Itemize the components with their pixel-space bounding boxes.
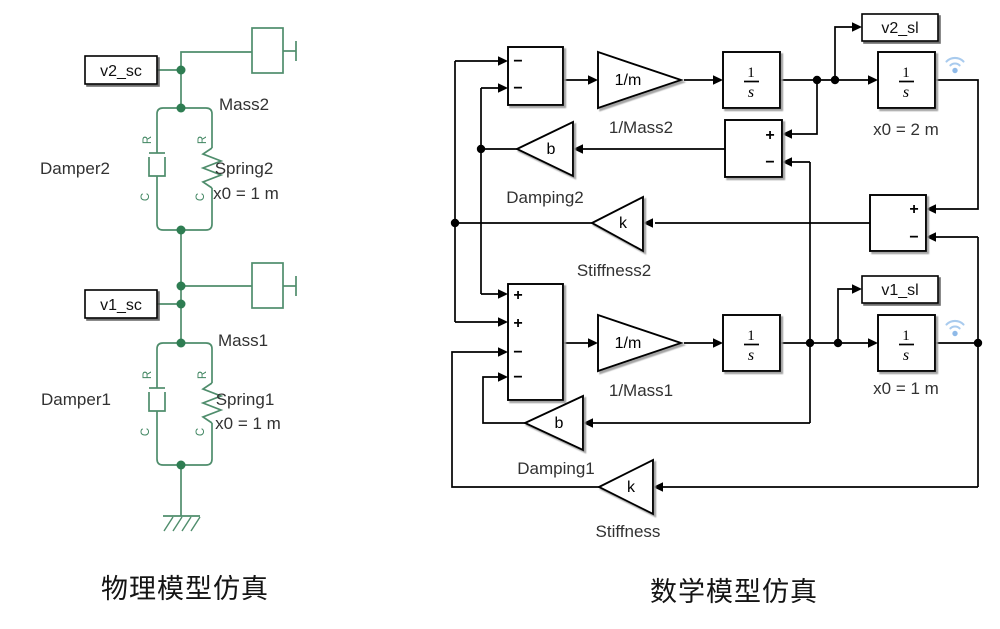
damper2-label: Damper2 xyxy=(40,159,110,178)
sum-accel1-sign-1: + xyxy=(513,287,522,304)
gain-damping1-block[interactable]: b xyxy=(522,394,584,452)
v2-sc-tag-label: v2_sc xyxy=(100,63,142,80)
sum-relvel-sign-1: + xyxy=(765,127,774,144)
sum-accel1-block[interactable]: + + − − xyxy=(507,283,564,401)
signal-logging-icon-x1[interactable] xyxy=(945,319,965,337)
mass2-label: Mass2 xyxy=(219,95,269,114)
math-branch-nodes xyxy=(450,75,983,348)
spring2-x0-label: x0 = 1 m xyxy=(213,184,279,203)
spring1-port-c: C xyxy=(195,428,207,436)
sum-relpos-block[interactable]: + − xyxy=(869,194,927,252)
math-model-caption: 数学模型仿真 xyxy=(650,577,818,607)
gain-inv-mass2-label: 1/Mass2 xyxy=(609,118,673,137)
damper1-port-c: C xyxy=(140,428,152,436)
math-model: − − 1/m 1/Mass2 1 s 1 s x0 = 2 m xyxy=(450,13,983,541)
gain-stiffness2-block[interactable]: k xyxy=(589,195,644,253)
goto-v1-tag[interactable]: v1_sl xyxy=(861,275,939,304)
physical-model: v2_sc v1_sc R R C C R R C C Mass2 Mass1 … xyxy=(40,27,297,532)
goto-v1-label: v1_sl xyxy=(881,282,918,299)
damper2-port-c: C xyxy=(140,193,152,201)
gain-damping2-label: Damping2 xyxy=(506,188,584,207)
physical-model-caption: 物理模型仿真 xyxy=(101,574,269,604)
spring2-label: Spring2 xyxy=(215,159,274,178)
gain-inv-mass1-block[interactable]: 1/m xyxy=(597,313,684,373)
physical-connection-nodes xyxy=(176,65,186,470)
sum-relpos-sign-1: + xyxy=(909,201,918,218)
signal-logging-icon-x2[interactable] xyxy=(945,56,965,74)
integrator-pos2-den: s xyxy=(903,84,909,101)
integrator-pos1-num: 1 xyxy=(902,328,910,344)
gain-inv-mass1-value: 1/m xyxy=(615,335,642,352)
sum-relvel-sign-2: − xyxy=(765,154,774,171)
integrator-vel1-num: 1 xyxy=(747,328,755,344)
gain-stiffness2-value: k xyxy=(619,215,628,232)
integrator-vel2-block[interactable]: 1 s xyxy=(722,51,781,109)
x1-init-label: x0 = 1 m xyxy=(873,379,939,398)
gain-stiffness1-value: k xyxy=(627,479,636,496)
math-wires xyxy=(451,26,979,488)
gain-damping1-label: Damping1 xyxy=(517,459,595,478)
integrator-vel2-num: 1 xyxy=(747,65,755,81)
mass1-block[interactable] xyxy=(251,262,297,309)
spring1-port-r: R xyxy=(197,371,209,379)
sum-accel1-sign-2: + xyxy=(513,315,522,332)
sum-accel2-sign-2: − xyxy=(513,80,522,97)
integrator-vel1-block[interactable]: 1 s xyxy=(722,314,781,372)
integrator-vel1-den: s xyxy=(748,347,754,364)
damper2-spring2-assembly[interactable] xyxy=(148,107,224,231)
v2-sc-tag[interactable]: v2_sc xyxy=(84,55,158,85)
gain-damping1-value: b xyxy=(555,415,564,432)
spring2-port-c: C xyxy=(195,193,207,201)
sum-relvel-block[interactable]: + − xyxy=(724,119,783,178)
sum-accel1-sign-3: − xyxy=(513,344,522,361)
gain-inv-mass1-label: 1/Mass1 xyxy=(609,381,673,400)
gain-stiffness1-label: Stiffness xyxy=(596,522,661,541)
gain-damping2-block[interactable]: b xyxy=(514,120,574,178)
damper2-port-r: R xyxy=(142,136,154,144)
gain-inv-mass2-block[interactable]: 1/m xyxy=(597,50,684,110)
integrator-vel2-den: s xyxy=(748,84,754,101)
physical-wires xyxy=(157,51,252,516)
damper1-label: Damper1 xyxy=(41,390,111,409)
sum-accel1-sign-4: − xyxy=(513,369,522,386)
spring2-port-r: R xyxy=(197,136,209,144)
sum-accel2-sign-1: − xyxy=(513,53,522,70)
spring1-x0-label: x0 = 1 m xyxy=(215,414,281,433)
goto-v2-tag[interactable]: v2_sl xyxy=(861,13,939,42)
integrator-pos2-num: 1 xyxy=(902,65,910,81)
integrator-pos1-block[interactable]: 1 s xyxy=(877,314,936,372)
integrator-pos2-block[interactable]: 1 s xyxy=(877,51,936,109)
math-arrowheads xyxy=(498,22,936,492)
gain-inv-mass2-value: 1/m xyxy=(615,72,642,89)
spring1-label: Spring1 xyxy=(216,390,275,409)
v1-sc-tag[interactable]: v1_sc xyxy=(84,289,158,319)
gain-stiffness2-label: Stiffness2 xyxy=(577,261,651,280)
x2-init-label: x0 = 2 m xyxy=(873,120,939,139)
sum-accel2-block[interactable]: − − xyxy=(507,46,564,106)
goto-v2-label: v2_sl xyxy=(881,20,918,37)
mass2-block[interactable] xyxy=(251,27,297,74)
gain-stiffness1-block[interactable]: k xyxy=(596,458,654,516)
integrator-pos1-den: s xyxy=(903,347,909,364)
port-labels: R R C C R R C C xyxy=(140,136,209,436)
v1-sc-tag-label: v1_sc xyxy=(100,297,142,314)
damper1-port-r: R xyxy=(142,371,154,379)
damper1-spring1-assembly[interactable] xyxy=(148,342,224,466)
mass1-label: Mass1 xyxy=(218,331,268,350)
gain-damping2-value: b xyxy=(547,141,556,158)
mechanical-reference-icon[interactable] xyxy=(163,515,201,532)
sum-relpos-sign-2: − xyxy=(909,229,918,246)
